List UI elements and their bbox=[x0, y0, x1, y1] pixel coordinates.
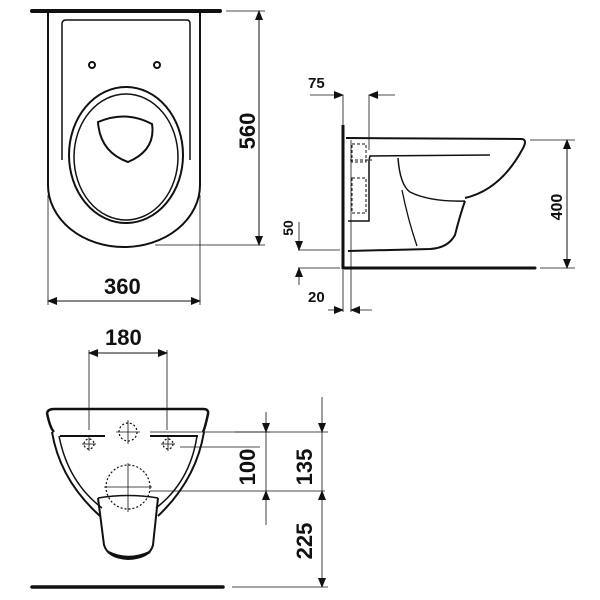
top-view bbox=[30, 9, 265, 305]
front-view bbox=[30, 349, 328, 589]
front-view-top-to-outlet-label: 135 bbox=[292, 448, 317, 486]
top-view-width-label: 360 bbox=[104, 274, 141, 299]
front-view-upper-inlet-label: 100 bbox=[235, 448, 260, 486]
front-view-outlet-to-floor-label: 225 bbox=[292, 522, 317, 560]
side-view bbox=[295, 91, 575, 314]
top-view-depth-label: 560 bbox=[235, 112, 260, 150]
front-view-bolt-spacing-label: 180 bbox=[105, 325, 142, 350]
side-view-wall-thickness-label: 20 bbox=[308, 289, 325, 306]
side-view-wall-offset-label: 75 bbox=[308, 75, 325, 92]
side-view-height-label: 400 bbox=[549, 193, 566, 221]
side-view-bottom-offset-label: 50 bbox=[280, 220, 296, 236]
